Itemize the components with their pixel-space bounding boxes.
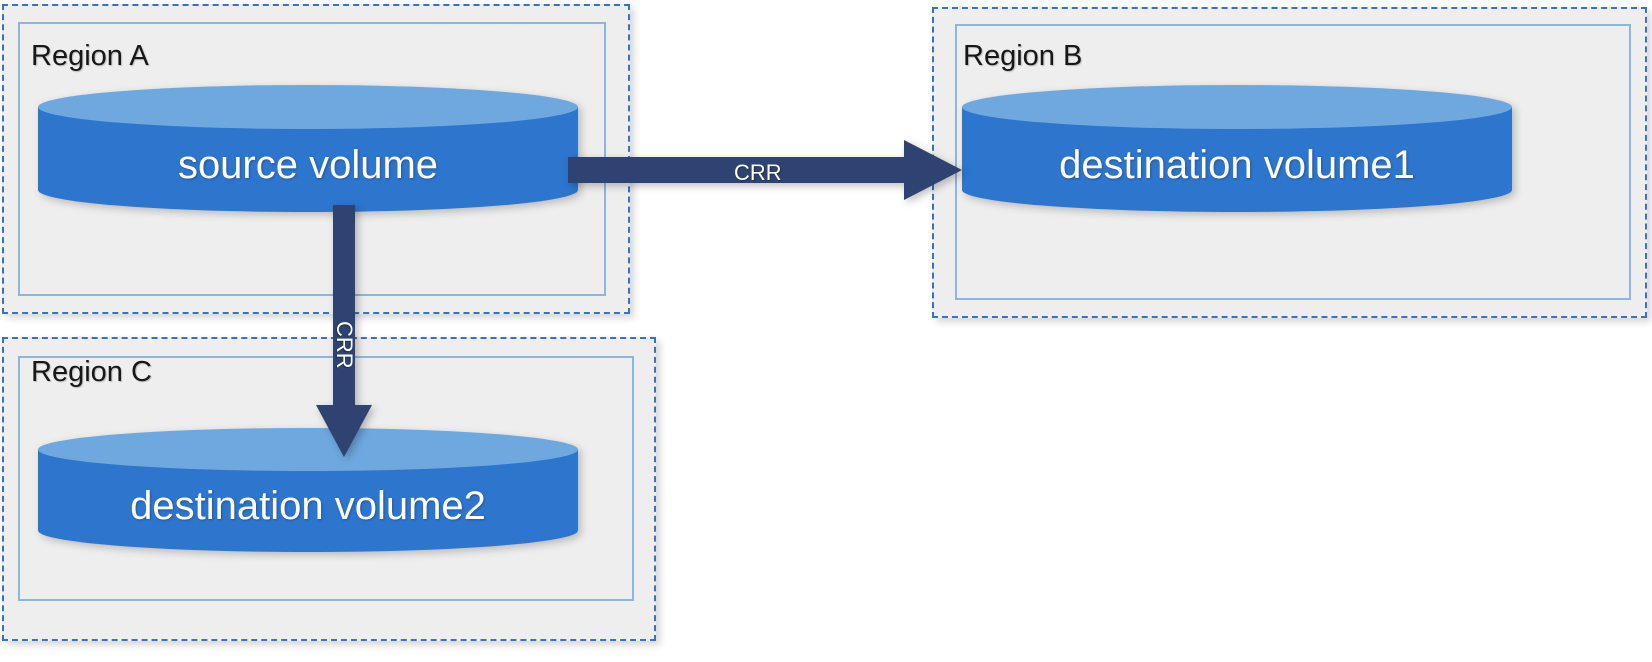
cylinder-top-ellipse (962, 85, 1512, 129)
cylinder-bottom-ellipse (962, 168, 1512, 212)
cylinder-top-ellipse (38, 85, 578, 129)
region-c-label: Region C (31, 356, 152, 388)
connector-crr-a-to-b-label: CRR (734, 160, 782, 185)
arrow-right-icon (568, 140, 962, 200)
connector-crr-a-to-c-label: CRR (332, 321, 357, 369)
connector-crr-a-to-c[interactable] (304, 205, 384, 457)
region-a-label: Region A (31, 40, 149, 72)
region-b-label: Region B (963, 40, 1083, 72)
cylinder-bottom-ellipse (38, 509, 578, 552)
volume-label: destination volume1 (1059, 143, 1415, 187)
volume-source-volume[interactable]: source volume (38, 85, 578, 212)
cylinder-bottom-ellipse (38, 168, 578, 212)
volume-destination-volume1[interactable]: destination volume1 (962, 85, 1512, 212)
volume-destination-volume2[interactable]: destination volume2 (38, 428, 578, 552)
connector-crr-a-to-b[interactable] (568, 140, 962, 200)
arrow-down-icon (316, 205, 372, 457)
cylinder-top-ellipse (38, 428, 578, 471)
volume-label: source volume (177, 143, 439, 187)
volume-label: destination volume2 (130, 484, 486, 528)
